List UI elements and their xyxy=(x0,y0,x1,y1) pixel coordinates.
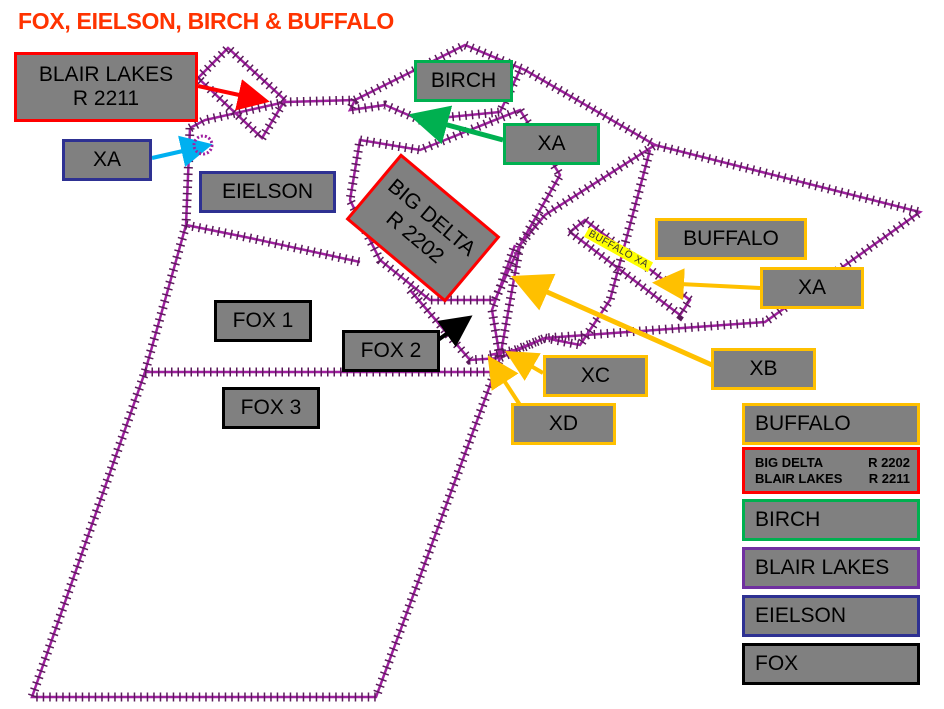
label-xa-birch: XA xyxy=(503,123,600,165)
label-xb: XB xyxy=(711,348,816,390)
arrow-fox2 xyxy=(436,315,473,347)
legend-birch: BIRCH xyxy=(742,499,920,541)
eielson-south-ticks xyxy=(185,220,361,267)
arrow-xd xyxy=(487,355,522,407)
label-birch: BIRCH xyxy=(414,60,513,102)
big-delta-area-ticks xyxy=(345,104,566,305)
arrow-blair-lakes xyxy=(197,79,270,111)
blair-lakes-box xyxy=(196,46,287,140)
label-xa-buffalo: XA xyxy=(760,267,864,309)
label-buffalo: BUFFALO xyxy=(655,218,807,260)
label-fox1: FOX 1 xyxy=(214,300,312,342)
buffalo-inner xyxy=(544,149,652,347)
arrow-xa-birch xyxy=(408,105,504,145)
xc-point xyxy=(489,336,546,357)
legend-text: R 2202 xyxy=(868,454,910,470)
label-text: BLAIR LAKES xyxy=(38,63,174,86)
label-blair-lakes-r2211: BLAIR LAKES R 2211 xyxy=(14,52,198,122)
arrow-xa-buffalo xyxy=(652,268,761,301)
xa-eielson-circle xyxy=(192,134,214,156)
legend-buffalo: BUFFALO xyxy=(742,403,920,445)
pointer-arrows xyxy=(151,79,761,407)
label-xd: XD xyxy=(511,403,616,445)
label-xc: XC xyxy=(543,355,648,397)
legend-fox: FOX xyxy=(742,643,920,685)
label-fox3: FOX 3 xyxy=(222,387,320,429)
birch-boundary-ticks xyxy=(342,68,525,125)
arrow-xc xyxy=(505,350,545,381)
legend-text: R 2211 xyxy=(868,470,910,486)
arrow-xa-eielson xyxy=(151,135,213,167)
label-eielson: EIELSON xyxy=(199,171,336,213)
legend-blair-lakes: BLAIR LAKES xyxy=(742,547,920,589)
map-title: FOX, EIELSON, BIRCH & BUFFALO xyxy=(18,8,394,34)
legend-restricted: BIG DELTA R 2202 BLAIR LAKES R 2211 xyxy=(742,447,920,494)
legend-eielson: EIELSON xyxy=(742,595,920,637)
legend-text: BIG DELTA xyxy=(755,454,824,470)
label-fox2: FOX 2 xyxy=(342,330,440,372)
label-text: R 2211 xyxy=(72,87,140,110)
arrow-xb xyxy=(510,273,714,368)
label-xa-eielson: XA xyxy=(62,139,152,181)
legend-text: BLAIR LAKES xyxy=(755,470,843,486)
buffalo-xa-corridor-ticks xyxy=(562,214,697,322)
